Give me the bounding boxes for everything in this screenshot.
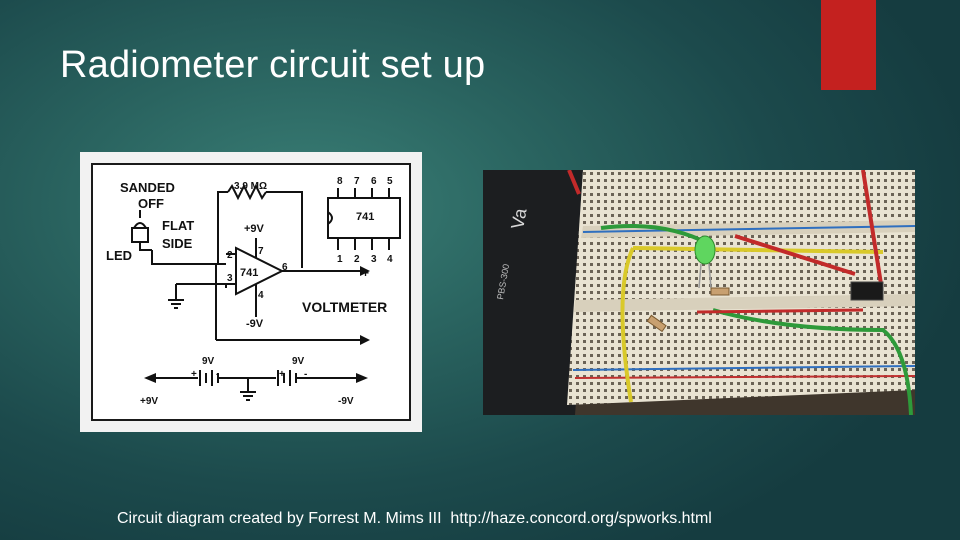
ic-pin-3: 3 xyxy=(371,254,377,265)
feedback-resistor xyxy=(227,183,267,201)
led-icon xyxy=(131,227,149,243)
minus-lead-arrow-icon xyxy=(360,335,370,345)
opamp-triangle-icon xyxy=(235,246,285,296)
voltmeter-label: VOLTMETER xyxy=(302,299,387,315)
ic-pin-8: 8 xyxy=(337,176,343,187)
red-wire-2 xyxy=(861,170,883,285)
pin-6: 6 xyxy=(282,262,288,273)
ground-icon xyxy=(168,299,184,309)
ic-chip-icon xyxy=(850,281,884,301)
ic-pin-4: 4 xyxy=(387,254,393,265)
battery-left-plus: + xyxy=(191,369,197,380)
pos-supply-label: +9V xyxy=(244,223,265,235)
neg-supply-label: -9V xyxy=(246,318,264,330)
battery-right-minus: - xyxy=(304,369,307,380)
output-arrow-icon xyxy=(360,266,370,276)
red-wire-4 xyxy=(567,170,581,195)
resistor-icon-2 xyxy=(646,314,667,333)
red-wire xyxy=(734,234,856,276)
rail-left-arrow-icon xyxy=(144,373,156,383)
opamp-label: 741 xyxy=(240,267,258,279)
board-text-va: Va xyxy=(507,206,530,231)
ic-pin-1: 1 xyxy=(337,254,343,265)
ic-package-icon xyxy=(327,197,401,239)
red-accent-bar xyxy=(821,0,876,90)
battery-left-label: 9V xyxy=(202,356,215,367)
yellow-wire-2 xyxy=(632,246,884,254)
battery-left-icon xyxy=(199,370,219,386)
resistor-label: 3.9 MΩ xyxy=(234,181,267,192)
rail-pos-label: +9V xyxy=(140,396,158,407)
off-label: OFF xyxy=(138,196,164,211)
green-wire-2 xyxy=(712,308,913,415)
rail-right-arrow-icon xyxy=(356,373,368,383)
battery-right-icon xyxy=(277,370,297,386)
ic-pin-7: 7 xyxy=(354,176,360,187)
pin-2: 2 xyxy=(227,250,233,261)
image-credit-caption: Circuit diagram created by Forrest M. Mi… xyxy=(117,510,712,527)
led-label: LED xyxy=(106,248,132,263)
breadboard-illustration: Va PBS-300 xyxy=(483,170,915,415)
pin-7: 7 xyxy=(258,246,264,257)
slide-title: Radiometer circuit set up xyxy=(60,44,486,86)
ic-pin-2: 2 xyxy=(354,254,360,265)
side-label: SIDE xyxy=(162,236,193,251)
rail-neg-label: -9V xyxy=(338,396,354,407)
sanded-label: SANDED xyxy=(120,180,175,195)
resistor-icon xyxy=(710,287,730,296)
flat-label: FLAT xyxy=(162,218,194,233)
schematic-drawing: SANDED OFF FLAT SIDE LED 3.9 MΩ +9V 741 … xyxy=(91,163,411,421)
ic-label: 741 xyxy=(356,211,374,223)
pin-3: 3 xyxy=(227,273,233,284)
green-led-icon xyxy=(694,235,716,265)
circuit-schematic: SANDED OFF FLAT SIDE LED 3.9 MΩ +9V 741 … xyxy=(80,152,422,432)
pin-4: 4 xyxy=(258,290,264,301)
battery-right-plus: + xyxy=(279,369,285,380)
breadboard-photo: Va PBS-300 xyxy=(483,170,915,415)
yellow-wire xyxy=(620,247,635,403)
battery-right-label: 9V xyxy=(292,356,305,367)
red-wire-3 xyxy=(696,308,864,314)
ic-pin-6: 6 xyxy=(371,176,377,187)
ic-pin-5: 5 xyxy=(387,176,393,187)
